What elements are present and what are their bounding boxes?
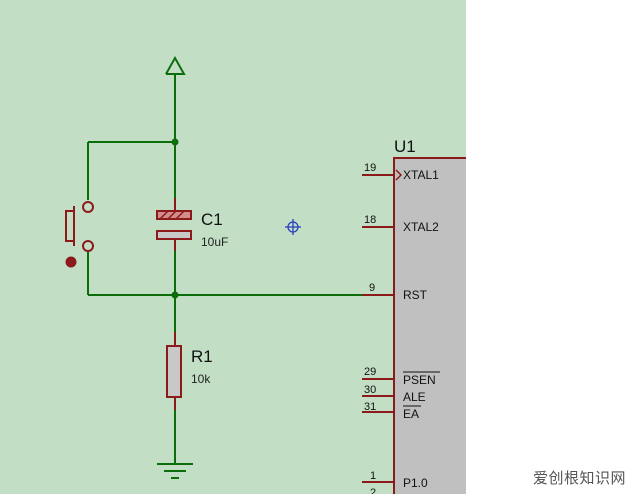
resistor-value-label: 10k <box>191 372 211 386</box>
chip-ref-label: U1 <box>394 137 416 156</box>
pin-name: XTAL1 <box>403 168 439 182</box>
capacitor-c1[interactable] <box>156 198 192 251</box>
power-terminal-icon[interactable] <box>165 55 186 75</box>
watermark: 爱创根知识网 <box>532 469 626 487</box>
pin-number: 30 <box>364 384 376 396</box>
pin-number: 31 <box>364 401 376 413</box>
capacitor-ref-label: C1 <box>201 210 223 229</box>
chip-u1[interactable] <box>393 157 466 494</box>
ground-terminal-icon[interactable] <box>157 463 193 479</box>
pin-xtal1[interactable]: 19 XTAL1 <box>362 162 439 182</box>
pin-name: XTAL2 <box>403 220 439 234</box>
pin-psen[interactable]: 29 PSEN <box>362 366 440 387</box>
pin-name: ALE <box>403 390 426 404</box>
pin-name: PSEN <box>403 373 436 387</box>
pin-name: P1.0 <box>403 476 428 490</box>
capacitor-value-label: 10uF <box>201 235 228 249</box>
pin-number: 19 <box>364 162 376 174</box>
pin-p1-1[interactable]: 2 <box>370 487 376 494</box>
pin-ale[interactable]: 30 ALE <box>362 384 426 404</box>
wires <box>87 75 362 464</box>
push-button-icon[interactable] <box>65 201 94 268</box>
pin-number: 1 <box>370 470 376 482</box>
pin-name: RST <box>403 288 428 302</box>
resistor-ref-label: R1 <box>191 347 213 366</box>
schematic-canvas[interactable]: C1 10uF R1 10k U1 19 XTAL1 18 XTAL2 9 RS… <box>0 0 466 494</box>
pin-xtal2[interactable]: 18 XTAL2 <box>362 214 439 234</box>
pin-number: 9 <box>369 282 375 294</box>
pin-name: EA <box>403 407 419 421</box>
resistor-r1[interactable] <box>166 332 182 410</box>
pin-number: 29 <box>364 366 376 378</box>
pin-p1-0[interactable]: 1 P1.0 <box>362 470 428 490</box>
junction-dot <box>171 291 179 299</box>
pin-number: 2 <box>370 487 376 494</box>
pin-number: 18 <box>364 214 376 226</box>
pin-ea[interactable]: 31 EA <box>362 401 421 421</box>
junction-dot <box>171 138 179 146</box>
crosshair-cursor-icon <box>285 219 301 235</box>
pin-rst[interactable]: 9 RST <box>362 282 428 302</box>
